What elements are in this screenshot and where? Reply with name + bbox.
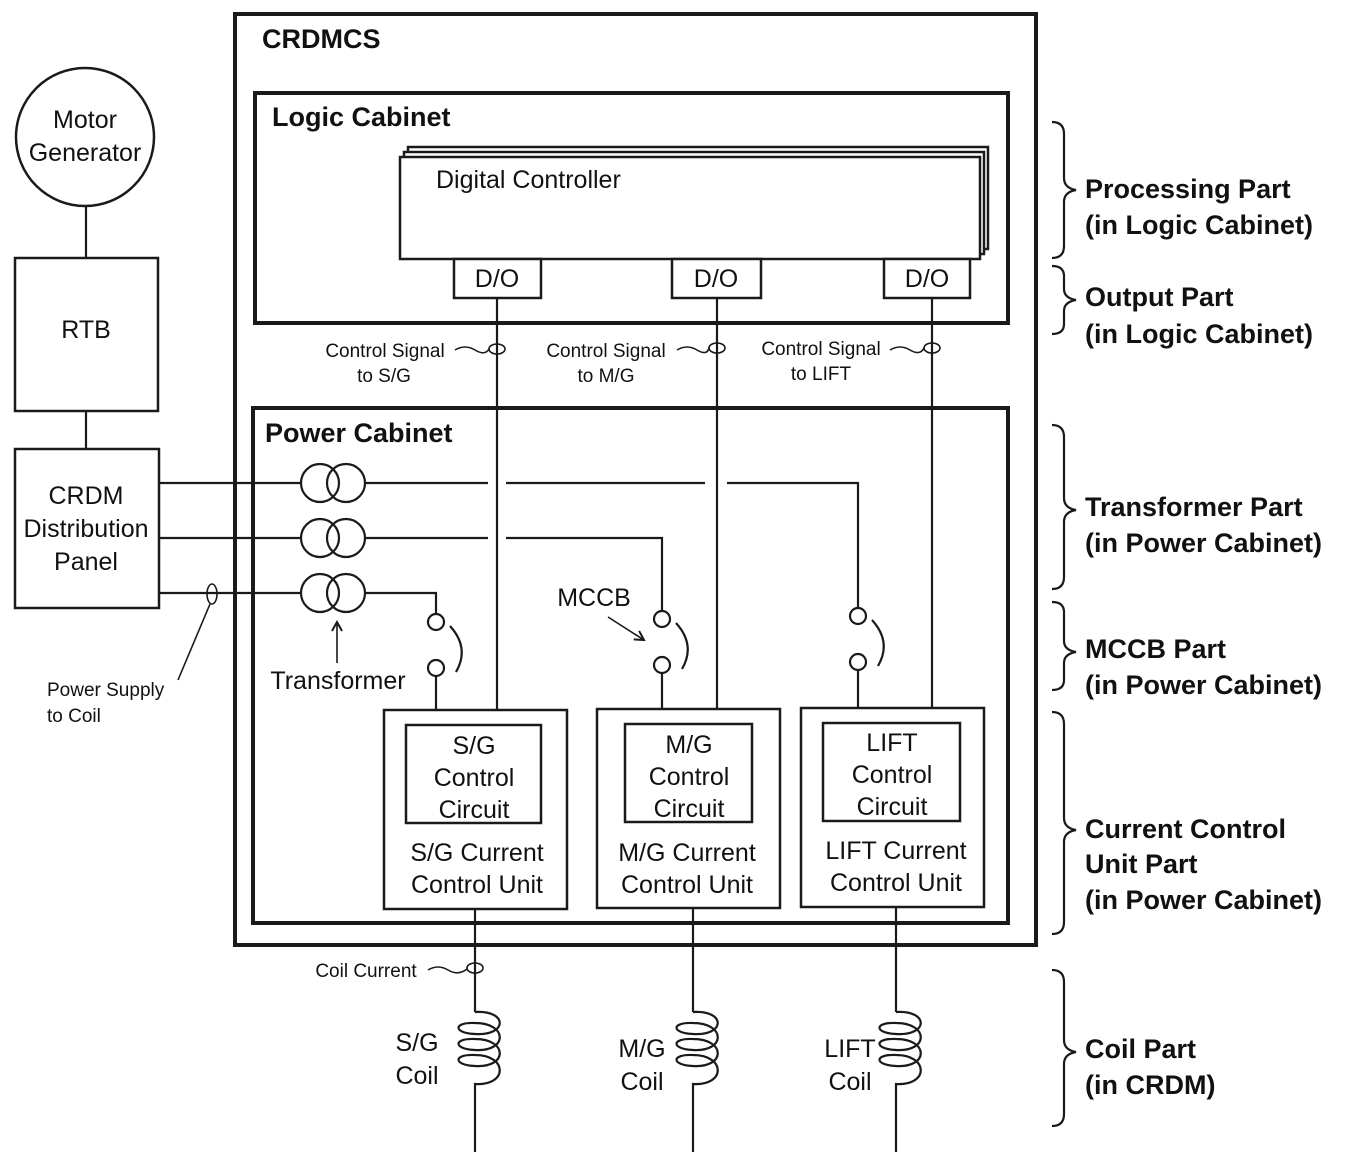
processing-part-label: Processing Part (in Logic Cabinet) (1085, 174, 1313, 240)
power-supply-line1: Power Supply (47, 680, 165, 701)
control-signal-target: to S/G (357, 366, 411, 387)
part-title: Coil Part (1085, 1034, 1196, 1064)
crdmcs-title: CRDMCS (262, 24, 381, 54)
coil-line2: Coil (395, 1062, 438, 1090)
transformers: Transformer (270, 462, 406, 695)
control-signal-sg-label: Control Signal to S/G (325, 341, 444, 387)
control-signal-target: to M/G (577, 366, 634, 387)
digital-controller: Digital Controller (398, 145, 990, 261)
mccb-part-label: MCCB Part (in Power Cabinet) (1085, 634, 1322, 700)
circuit-line3: Circuit (439, 796, 510, 824)
crdm-distribution-panel: CRDM Distribution Panel (13, 447, 161, 610)
control-signal-mg-label: Control Signal to M/G (546, 341, 665, 387)
power-supply-line2: to Coil (47, 706, 101, 727)
rtb-label: RTB (61, 316, 111, 344)
circuit-line2: Control (852, 761, 933, 789)
transformer-part-label: Transformer Part (in Power Cabinet) (1085, 492, 1322, 558)
coil-sg: S/G Coil (395, 1010, 501, 1092)
power-cabinet: Power Cabinet (251, 406, 1010, 925)
control-signal-text: Control Signal (546, 341, 665, 362)
mccb-label: MCCB (557, 584, 631, 612)
do-output-mg: D/O (670, 257, 763, 300)
part-title: Output Part (1085, 282, 1234, 312)
part-title: Processing Part (1085, 174, 1291, 204)
lift-current-control-unit: LIFT Control Circuit LIFT Current Contro… (799, 706, 986, 909)
panel-line3: Panel (54, 548, 118, 576)
part-location: (in Power Cabinet) (1085, 528, 1322, 558)
unit-line2: Control Unit (621, 871, 753, 899)
motor-generator-line2: Generator (29, 139, 142, 167)
circuit-line2: Control (649, 763, 730, 791)
do-output-lift: D/O (882, 257, 972, 300)
control-signal-lift-label: Control Signal to LIFT (761, 339, 880, 385)
transformer-label: Transformer (270, 667, 405, 695)
circuit-line3: Circuit (654, 795, 725, 823)
control-signal-text: Control Signal (325, 341, 444, 362)
output-part-label: Output Part (in Logic Cabinet) (1085, 282, 1313, 349)
part-location: (in CRDM) (1085, 1070, 1215, 1100)
mccb-breakers: MCCB (426, 584, 885, 710)
part-location: (in Power Cabinet) (1085, 670, 1322, 700)
coil-wiring: Coil Current (315, 907, 898, 1152)
panel-line2: Distribution (23, 515, 148, 543)
part-title: Transformer Part (1085, 492, 1303, 522)
coil-line1: LIFT (824, 1035, 875, 1063)
control-signal-target: to LIFT (791, 364, 852, 385)
coil-line2: Coil (828, 1068, 871, 1096)
coil-line2: Coil (620, 1068, 663, 1096)
circuit-line1: S/G (452, 732, 495, 760)
motor-generator-line1: Motor (53, 106, 117, 134)
coil-mg: M/G Coil (618, 1010, 719, 1096)
power-cabinet-title: Power Cabinet (265, 418, 453, 448)
power-supply-label: Power Supply to Coil (47, 680, 165, 727)
circuit-line2: Control (434, 764, 515, 792)
circuit-line3: Circuit (857, 793, 928, 821)
circuit-line1: LIFT (866, 729, 917, 757)
coil-line1: S/G (395, 1029, 438, 1057)
do-label: D/O (475, 265, 519, 293)
do-output-sg: D/O (452, 257, 543, 300)
unit-line1: M/G Current (618, 839, 756, 867)
do-label: D/O (905, 265, 949, 293)
logic-cabinet: Logic Cabinet Digital Controller D/O D/O… (253, 91, 1010, 325)
panel-line1: CRDM (49, 482, 124, 510)
unit-line1: S/G Current (410, 839, 543, 867)
coil-current-label: Coil Current (315, 961, 417, 982)
crdmcs-frame: CRDMCS (233, 12, 1038, 947)
part-location: (in Logic Cabinet) (1085, 319, 1313, 349)
current-control-part-label: Current Control Unit Part (in Power Cabi… (1085, 814, 1322, 915)
unit-line2: Control Unit (830, 869, 962, 897)
rtb: RTB (13, 256, 160, 413)
do-label: D/O (694, 265, 738, 293)
part-title: Current Control (1085, 814, 1286, 844)
part-brackets (1051, 120, 1077, 1128)
power-wiring (159, 481, 860, 681)
coil-lift: LIFT Coil (824, 1010, 922, 1096)
part-title-line2: Unit Part (1085, 849, 1198, 879)
part-location: (in Logic Cabinet) (1085, 210, 1313, 240)
unit-line2: Control Unit (411, 871, 543, 899)
part-title: MCCB Part (1085, 634, 1226, 664)
control-signal-lines (454, 298, 941, 719)
mg-current-control-unit: M/G Control Circuit M/G Current Control … (595, 707, 782, 910)
control-signal-text: Control Signal (761, 339, 880, 360)
coil-part-label: Coil Part (in CRDM) (1085, 1034, 1215, 1100)
part-location: (in Power Cabinet) (1085, 885, 1322, 915)
coil-line1: M/G (618, 1035, 665, 1063)
motor-generator: Motor Generator (14, 66, 156, 208)
digital-controller-label: Digital Controller (436, 166, 621, 194)
unit-line1: LIFT Current (825, 837, 966, 865)
logic-cabinet-title: Logic Cabinet (272, 102, 451, 132)
sg-current-control-unit: S/G Control Circuit S/G Current Control … (382, 708, 569, 911)
circuit-line1: M/G (665, 731, 712, 759)
